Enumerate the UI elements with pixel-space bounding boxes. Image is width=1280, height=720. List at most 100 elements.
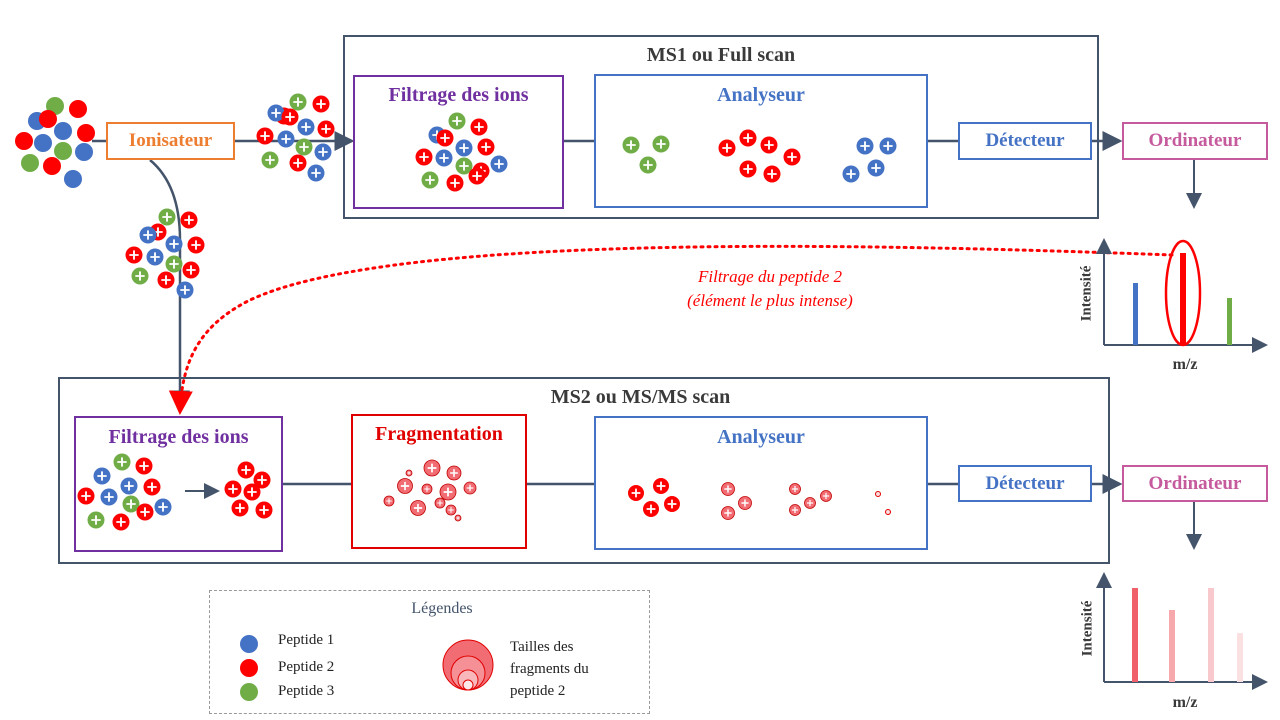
- ion-icon: [277, 130, 295, 148]
- neutral-peptide-icon: [54, 142, 72, 160]
- fragment-ion-icon: [820, 490, 832, 502]
- ms2-filter-box[interactable]: [74, 416, 283, 552]
- fragment-ion-icon: [445, 504, 457, 516]
- spectrum2-peak-3: [1208, 588, 1214, 682]
- fragment-ion-icon: [405, 469, 413, 477]
- ms1-title: MS1 ou Full scan: [646, 44, 796, 66]
- legend-peptide1-marker: [240, 635, 258, 653]
- selection-annotation: Filtrage du peptide 2 (élément le plus i…: [620, 265, 920, 313]
- ms2-title: MS2 ou MS/MS scan: [550, 386, 731, 408]
- fragment-ion-icon: [454, 514, 462, 522]
- ion-icon: [455, 157, 473, 175]
- peptide2-ion-icon: [739, 160, 757, 178]
- neutral-peptide-icon: [39, 110, 57, 128]
- peptide2-ion-icon: [224, 480, 242, 498]
- peptide2-ion-icon: [763, 165, 781, 183]
- neutral-peptide-icon: [54, 122, 72, 140]
- annotation-line1: Filtrage du peptide 2: [697, 267, 842, 286]
- peptide3-ion-icon: [639, 156, 657, 174]
- fragment-ion-icon: [875, 491, 881, 497]
- peptide1-ion-icon: [879, 137, 897, 155]
- peptide2-ion-icon: [253, 471, 271, 489]
- ms1-analyzer-box[interactable]: [594, 74, 928, 208]
- fragment-ion-icon: [397, 478, 413, 494]
- ms1-detector-box[interactable]: [958, 122, 1092, 160]
- ion-icon: [455, 139, 473, 157]
- ion-icon: [136, 503, 154, 521]
- ion-icon: [125, 246, 143, 264]
- ion-icon: [154, 498, 172, 516]
- spectrum1-peak-peptide2: [1180, 253, 1186, 345]
- fragmentation-label: Fragmentation: [375, 423, 503, 445]
- fragment-ion-icon: [789, 483, 801, 495]
- ms2-computer-box[interactable]: [1122, 465, 1268, 502]
- fragment-ion-icon: [423, 459, 441, 477]
- ionizer-box[interactable]: [106, 122, 235, 160]
- spectrum2-chart: [1096, 572, 1268, 690]
- ion-icon: [314, 143, 332, 161]
- ion-icon: [421, 171, 439, 189]
- spectrum1-peak-peptide1: [1133, 283, 1138, 345]
- ms2-detector-box[interactable]: [958, 465, 1092, 502]
- neutral-peptide-icon: [21, 154, 39, 172]
- ion-icon: [415, 148, 433, 166]
- neutral-peptide-icon: [15, 132, 33, 150]
- ion-icon: [182, 261, 200, 279]
- ion-icon: [157, 271, 175, 289]
- fragment-ion-icon: [738, 496, 752, 510]
- ionizer-label: Ionisateur: [128, 130, 213, 151]
- ion-icon: [100, 488, 118, 506]
- fragmentation-box[interactable]: [351, 414, 527, 549]
- legend-fragments-label: Tailles des fragments du peptide 2: [510, 636, 589, 702]
- peptide2-ion-icon: [255, 501, 273, 519]
- ms1-computer-box[interactable]: [1122, 122, 1268, 160]
- ion-icon: [289, 154, 307, 172]
- spectrum2-peak-1: [1132, 588, 1138, 682]
- peptide2-selection-curve: [168, 244, 1174, 415]
- ms1-frame: [343, 35, 1099, 219]
- ion-icon: [93, 467, 111, 485]
- ion-icon: [470, 118, 488, 136]
- ion-icon: [261, 151, 279, 169]
- ion-icon: [113, 453, 131, 471]
- ms2-filter-label: Filtrage des ions: [108, 426, 249, 448]
- ion-icon: [112, 513, 130, 531]
- fragment-ion-icon: [789, 504, 801, 516]
- peptide1-ion-icon: [856, 137, 874, 155]
- legend-fragments-line2: fragments du: [510, 661, 589, 677]
- ion-icon: [120, 477, 138, 495]
- legend-peptide2-label: Peptide 2: [278, 659, 335, 675]
- fragment-ion-icon: [643, 501, 659, 517]
- neutral-peptide-icon: [77, 124, 95, 142]
- spectrum1-xlabel: m/z: [1172, 356, 1198, 373]
- ms1-detector-label: Détecteur: [985, 130, 1065, 151]
- ion-icon: [448, 112, 466, 130]
- ms1-filter-box[interactable]: [353, 75, 564, 209]
- spectrum1-selected-peak-ellipse: [1164, 239, 1202, 347]
- ion-icon: [267, 104, 285, 122]
- fragment-ion-icon: [463, 481, 477, 495]
- spectrum2-peak-2: [1169, 610, 1175, 682]
- ion-icon: [158, 208, 176, 226]
- peptide2-ion-icon: [243, 483, 261, 501]
- peptide2-ion-icon: [783, 148, 801, 166]
- ion-icon: [165, 235, 183, 253]
- ion-icon: [490, 155, 508, 173]
- legend-box: [209, 590, 650, 714]
- fragment-ion-icon: [664, 496, 680, 512]
- peptide2-ion-icon: [237, 461, 255, 479]
- ms2-analyzer-box[interactable]: [594, 416, 928, 550]
- ms2-frame: [58, 377, 1110, 564]
- legend-peptide3-label: Peptide 3: [278, 683, 335, 699]
- ion-icon: [435, 149, 453, 167]
- ms2-detector-label: Détecteur: [985, 473, 1065, 494]
- ion-icon: [307, 164, 325, 182]
- ion-icon: [281, 108, 299, 126]
- ion-icon: [77, 487, 95, 505]
- ms1-filter-label: Filtrage des ions: [388, 84, 529, 106]
- fragment-ion-icon: [410, 500, 426, 516]
- ion-icon: [312, 95, 330, 113]
- spectrum2-xlabel: m/z: [1172, 694, 1198, 711]
